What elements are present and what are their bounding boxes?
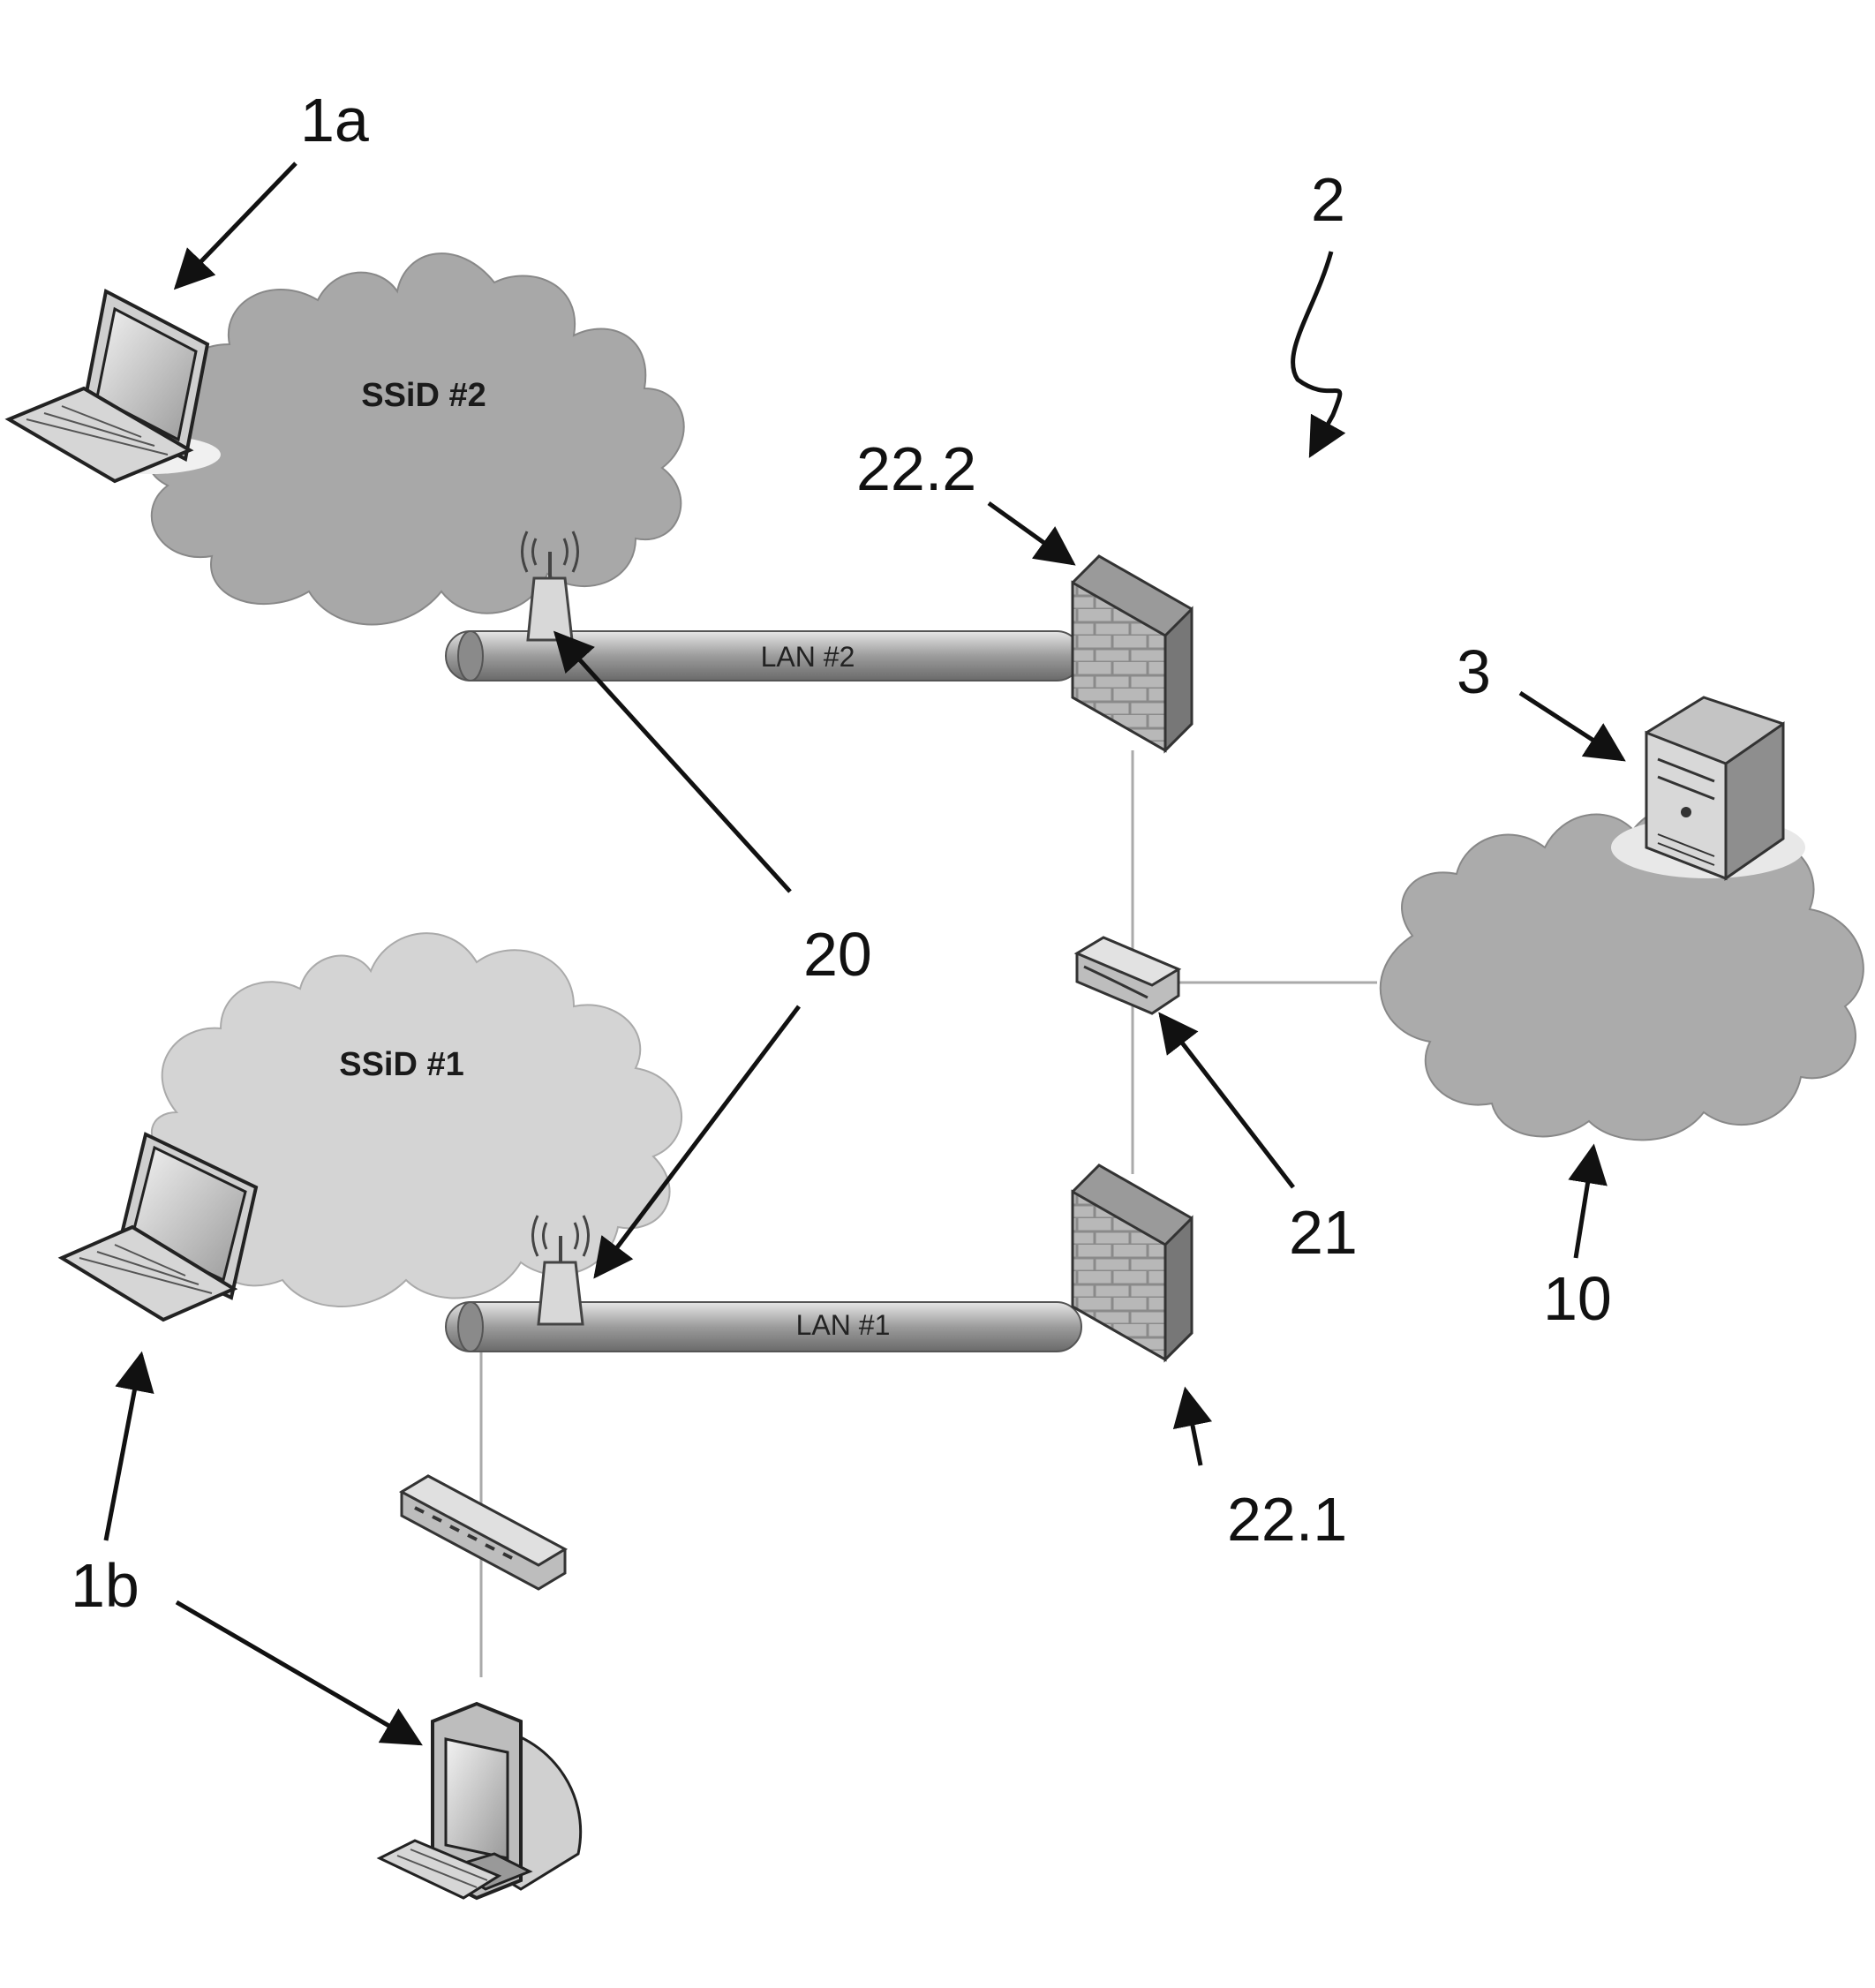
ref-20: 20	[803, 920, 872, 989]
arrow-2	[1293, 252, 1340, 455]
cloud-ssid2: SSiD #2	[148, 253, 683, 624]
arrow-1a	[177, 163, 296, 287]
ssid1-label: SSiD #1	[339, 1046, 464, 1083]
ref-2: 2	[1311, 165, 1345, 234]
firewall-22-2	[1073, 556, 1192, 750]
arrow-1b-desktop	[177, 1602, 419, 1743]
ref-1a: 1a	[300, 86, 369, 154]
ref-10: 10	[1543, 1264, 1612, 1333]
desktop-computer-icon	[380, 1704, 581, 1898]
firewall-22-1	[1073, 1165, 1192, 1359]
cloud-icon	[148, 253, 683, 624]
ref-1b: 1b	[71, 1551, 139, 1620]
ssid2-label: SSiD #2	[361, 377, 486, 414]
router-icon	[1077, 938, 1178, 1013]
ref-22-2: 22.2	[856, 434, 976, 503]
desktop-computer	[380, 1704, 581, 1898]
ref-3: 3	[1457, 637, 1491, 706]
switch-icon	[402, 1476, 565, 1589]
lan1-label: LAN #1	[796, 1309, 891, 1341]
arrow-1b-laptop	[106, 1355, 141, 1540]
arrow-22-2	[989, 503, 1073, 563]
arrow-3	[1520, 693, 1623, 759]
server-3	[1611, 697, 1805, 878]
server-icon	[1611, 697, 1805, 878]
firewall-icon	[1073, 556, 1192, 750]
arrow-10	[1576, 1148, 1593, 1258]
router-21	[1077, 938, 1178, 1013]
arrow-21	[1161, 1015, 1293, 1187]
ref-21: 21	[1289, 1198, 1358, 1267]
firewall-icon	[1073, 1165, 1192, 1359]
laptop-icon	[9, 291, 221, 481]
laptop-1a	[9, 291, 221, 481]
lan2-label: LAN #2	[761, 641, 855, 673]
network-switch	[402, 1476, 565, 1589]
ref-22-1: 22.1	[1227, 1485, 1347, 1554]
arrow-22-1	[1186, 1390, 1201, 1465]
